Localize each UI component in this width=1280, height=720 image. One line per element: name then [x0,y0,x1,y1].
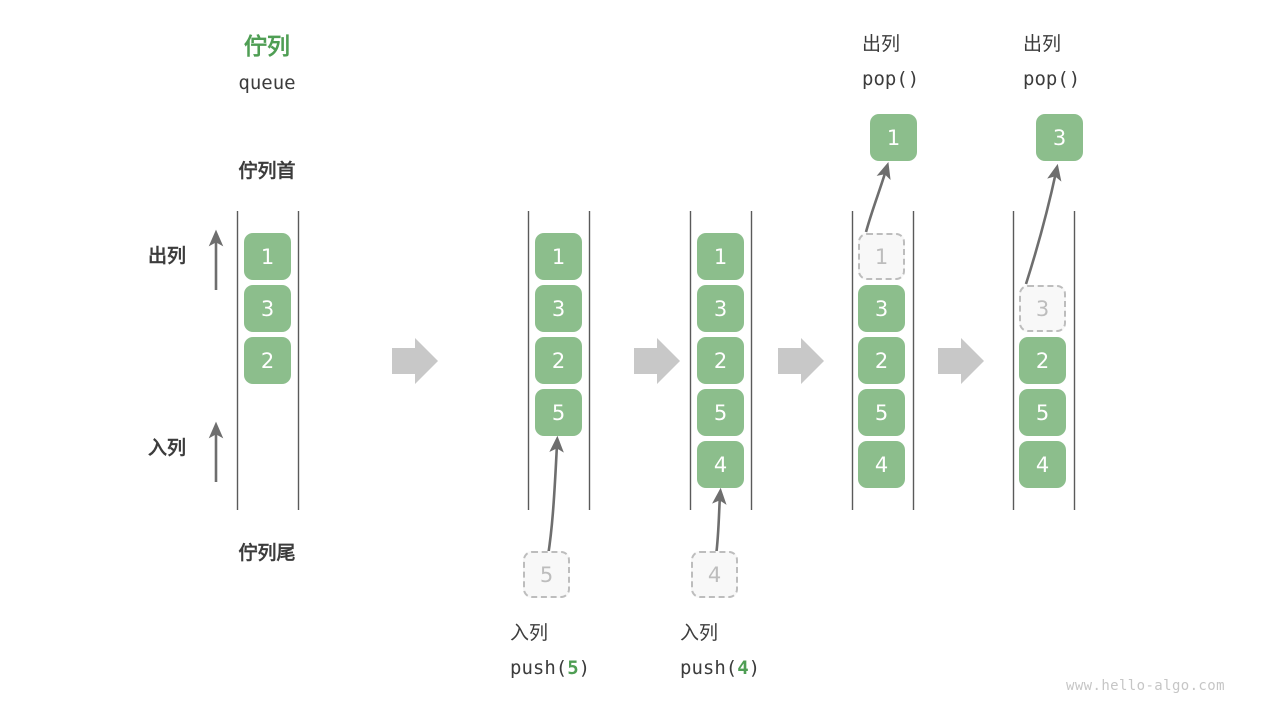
queue-cell: 1 [244,233,291,280]
flow-arrow-3 [778,338,824,384]
queue-cell: 3 [244,285,291,332]
pop-3-caption-code: pop() [1023,68,1173,90]
queue-cell: 3 [697,285,744,332]
incoming-cell-push-5: 5 [523,551,570,598]
pop-3-caption-cn: 出列 [1023,33,1062,55]
popped-cell-1: 1 [870,114,917,161]
push-5-motion-arrow [546,435,564,557]
flow-arrow-2 [634,338,680,384]
pop-3-motion-arrow [1024,163,1062,285]
pop-3-code-suffix: ) [1068,68,1081,90]
page-title-cn: 佇列 [244,34,290,60]
push-5-code-suffix: ) [578,657,591,679]
queue-rails [236,211,1076,510]
queue-cell: 2 [1019,337,1066,384]
queue-cell: 2 [858,337,905,384]
pop-3-code-prefix: pop( [1023,68,1069,90]
popped-cell-3: 3 [1036,114,1083,161]
flow-arrow-1 [392,338,438,384]
push-5-code-prefix: push( [510,657,568,679]
queue-cell: 3 [1019,285,1066,332]
pop-1-code-prefix: pop( [862,68,908,90]
pop-1-code-suffix: ) [907,68,920,90]
queue-cell: 5 [535,389,582,436]
dequeue-label: 出列 [147,245,186,267]
watermark: www.hello-algo.com [1066,678,1225,694]
page-title-en: queue [238,72,296,94]
push-5-code-arg: 5 [567,657,579,679]
queue-cell: 5 [1019,389,1066,436]
push-4-code-arg: 4 [737,657,749,679]
queue-cell: 4 [1019,441,1066,488]
push-4-motion-arrow [712,487,727,557]
incoming-cell-push-4: 4 [691,551,738,598]
push-5-caption-cn: 入列 [510,622,549,644]
push-4-caption-code: push(4) [680,657,830,679]
push-4-code-prefix: push( [680,657,738,679]
queue-head-label: 佇列首 [238,160,296,182]
queue-tail-label: 佇列尾 [238,542,296,564]
queue-cell: 3 [858,285,905,332]
queue-cell: 1 [858,233,905,280]
flow-arrow-4 [938,338,984,384]
pop-1-motion-arrow [864,162,891,233]
pop-1-caption-code: pop() [862,68,1012,90]
queue-cell: 1 [697,233,744,280]
push-4-code-suffix: ) [748,657,761,679]
push-5-caption-code: push(5) [510,657,660,679]
queue-cell: 2 [697,337,744,384]
queue-cell: 5 [858,389,905,436]
queue-cell: 4 [697,441,744,488]
motion-arrows [546,162,1062,557]
push-4-caption-cn: 入列 [680,622,719,644]
pop-1-caption-cn: 出列 [862,33,901,55]
queue-cell: 5 [697,389,744,436]
queue-cell: 2 [244,337,291,384]
enqueue-label: 入列 [147,437,186,459]
queue-cell: 3 [535,285,582,332]
queue-cell: 4 [858,441,905,488]
queue-cell: 2 [535,337,582,384]
queue-cell: 1 [535,233,582,280]
